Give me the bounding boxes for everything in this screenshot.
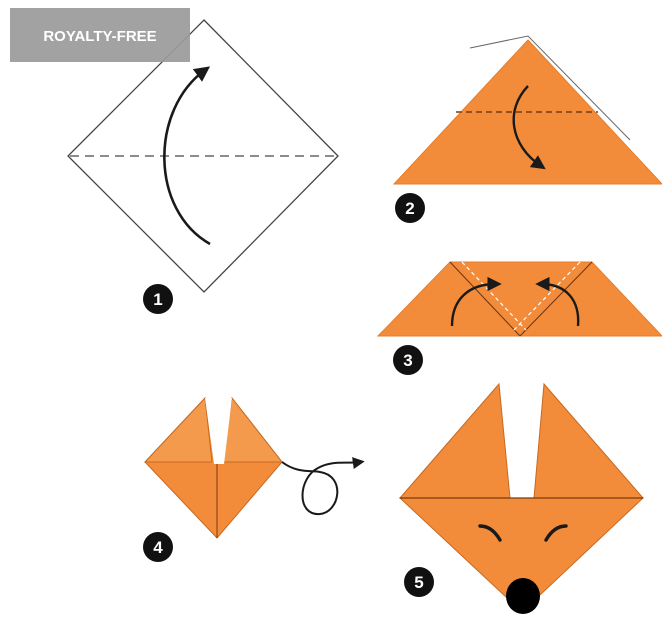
step-badge-4: 4 [143, 532, 173, 562]
fox-ear-left [400, 384, 510, 498]
step-2-diagram [394, 36, 662, 184]
step-5-diagram [400, 384, 643, 614]
step-badge-2-label: 2 [405, 199, 414, 218]
step-4-diagram [145, 398, 360, 538]
step-badge-5-label: 5 [414, 573, 423, 592]
step-badge-3: 3 [393, 345, 423, 375]
step-badge-2: 2 [395, 193, 425, 223]
step-4-turn-over-arrow [282, 462, 360, 514]
step-badge-1-label: 1 [153, 290, 162, 309]
royalty-free-watermark: ROYALTY-FREE [10, 8, 190, 62]
step-3-diagram [378, 262, 662, 336]
step-badge-3-label: 3 [403, 351, 412, 370]
step-badge-1: 1 [143, 284, 173, 314]
royalty-free-label: ROYALTY-FREE [43, 28, 156, 45]
fox-nose [506, 578, 540, 614]
fox-ear-right [534, 384, 643, 498]
step-4-ear-right [222, 398, 282, 462]
step-4-ear-left [145, 398, 212, 462]
step-badge-4-label: 4 [153, 538, 163, 557]
step-badge-5: 5 [404, 567, 434, 597]
step-3-paper [378, 262, 662, 336]
